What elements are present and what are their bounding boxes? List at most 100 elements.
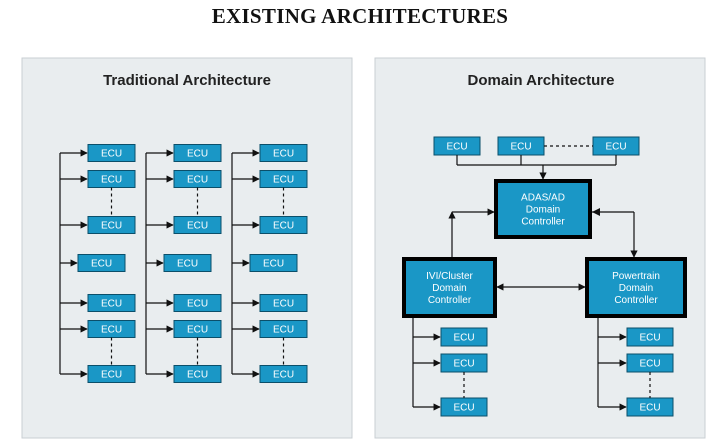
ecu: ECU <box>259 216 308 234</box>
controller-box <box>402 257 497 318</box>
controller-box <box>585 257 687 318</box>
controller-label-line: Domain <box>619 283 653 294</box>
ecu: ECU <box>87 216 136 234</box>
ecu: ECU <box>259 320 308 338</box>
ivi-ecu-group: ECU ECU ECU <box>412 318 488 417</box>
ecu-label: ECU <box>273 370 294 381</box>
ecu: ECU <box>259 144 308 162</box>
ecu-label: ECU <box>453 333 474 344</box>
ecu: ECU <box>87 365 136 383</box>
ecu: ECU <box>173 144 222 162</box>
ecu-label: ECU <box>273 299 294 310</box>
powertrain-ecu-group: ECU ECU ECU <box>597 318 674 417</box>
ecu: ECU <box>259 365 308 383</box>
ecu: ECU <box>626 397 674 417</box>
ecu-box <box>173 144 222 162</box>
ecu: ECU <box>87 144 136 162</box>
ecu-box <box>259 294 308 312</box>
ecu-label: ECU <box>101 175 122 186</box>
ecu: ECU <box>173 294 222 312</box>
ecu-label: ECU <box>91 259 112 270</box>
controller-box <box>494 179 592 239</box>
ecu-label: ECU <box>187 299 208 310</box>
ecu: ECU <box>173 216 222 234</box>
ecu-label: ECU <box>187 149 208 160</box>
ecu-label: ECU <box>510 142 531 153</box>
ecu-label: ECU <box>273 149 294 160</box>
ecu-box <box>87 365 136 383</box>
ecu-box <box>626 327 674 347</box>
ecu-box <box>173 294 222 312</box>
ecu-box <box>163 254 212 272</box>
ecu-label: ECU <box>639 333 660 344</box>
ecu-main: ECU <box>249 254 298 272</box>
controller-label-line: Controller <box>521 217 565 228</box>
ecu-label: ECU <box>453 403 474 414</box>
controller-label-line: Powertrain <box>612 271 660 282</box>
traditional-architecture-graph: ECUECUECUECUECUECUECUECUECUECUECUECUECUE… <box>59 144 308 383</box>
ecu-box <box>259 144 308 162</box>
controller-label-line: Controller <box>428 295 472 306</box>
ecu-box <box>259 365 308 383</box>
ecu-box <box>173 216 222 234</box>
ecu-label: ECU <box>101 149 122 160</box>
ecu-label: ECU <box>453 359 474 370</box>
ecu-column-2: ECU ECU ECU ECU ECU ECU ECU <box>145 144 222 383</box>
ecu-main: ECU <box>77 254 126 272</box>
controller-label-line: Controller <box>614 295 658 306</box>
ecu: ECU <box>173 365 222 383</box>
ecu-top-left: ECU <box>433 136 481 156</box>
ecu-label: ECU <box>273 221 294 232</box>
controller-label-line: IVI/Cluster <box>426 271 473 282</box>
ecu-label: ECU <box>101 370 122 381</box>
ecu: ECU <box>173 320 222 338</box>
ecu-label: ECU <box>101 325 122 336</box>
arrow-head <box>592 208 600 216</box>
ecu: ECU <box>440 327 488 347</box>
domain-architecture-title: Domain Architecture <box>468 72 615 89</box>
ecu: ECU <box>87 294 136 312</box>
ecu-label: ECU <box>273 325 294 336</box>
controller-label-line: Domain <box>526 205 560 216</box>
ecu-label: ECU <box>605 142 626 153</box>
traditional-architecture-title: Traditional Architecture <box>103 72 271 89</box>
ecu-box <box>87 144 136 162</box>
ecu: ECU <box>440 353 488 373</box>
ecu-label: ECU <box>187 175 208 186</box>
ecu-column-3: ECU ECU ECU ECU ECU ECU ECU <box>231 144 308 383</box>
ecu-label: ECU <box>187 325 208 336</box>
ecu-top-right: ECU <box>592 136 640 156</box>
ecu: ECU <box>626 353 674 373</box>
ecu: ECU <box>259 170 308 188</box>
ecu-label: ECU <box>446 142 467 153</box>
ecu-label: ECU <box>177 259 198 270</box>
ecu: ECU <box>259 294 308 312</box>
ecu-label: ECU <box>101 221 122 232</box>
ecu-top-middle: ECU <box>497 136 545 156</box>
ecu-label: ECU <box>639 359 660 370</box>
ecu-box <box>173 365 222 383</box>
ecu-column-1: ECU ECU ECU ECU ECU ECU ECU <box>59 144 136 383</box>
ecu-label: ECU <box>273 175 294 186</box>
ecu-label: ECU <box>639 403 660 414</box>
ecu-label: ECU <box>101 299 122 310</box>
page-title: EXISTING ARCHITECTURES <box>211 4 509 28</box>
ecu-box <box>77 254 126 272</box>
controller-label-line: Domain <box>432 283 466 294</box>
ecu: ECU <box>173 170 222 188</box>
ecu-box <box>440 327 488 347</box>
ecu: ECU <box>440 397 488 417</box>
ecu-label: ECU <box>187 370 208 381</box>
controller-label-line: ADAS/AD <box>521 193 565 204</box>
ecu-label: ECU <box>187 221 208 232</box>
domain-architecture-panel <box>374 57 706 439</box>
ecu-box <box>259 216 308 234</box>
ecu: ECU <box>87 170 136 188</box>
ecu-main: ECU <box>163 254 212 272</box>
ecu-box <box>87 216 136 234</box>
